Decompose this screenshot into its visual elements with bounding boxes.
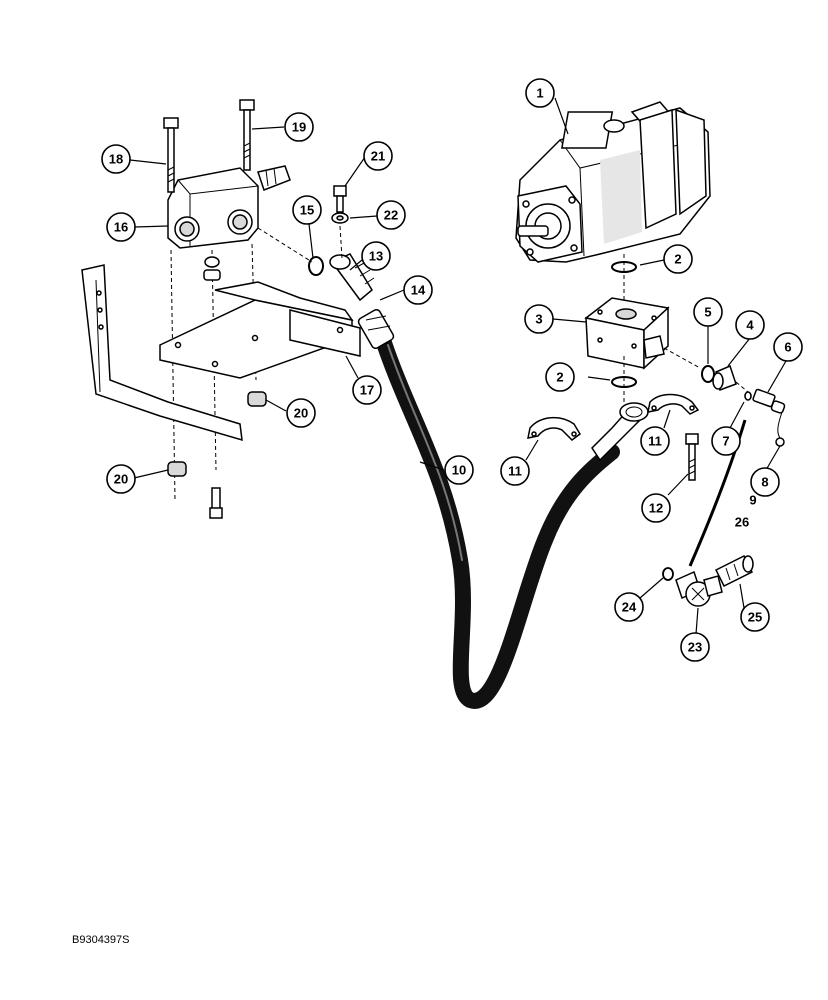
control-valve — [167, 165, 291, 249]
nut-20-upper — [247, 391, 267, 407]
svg-text:21: 21 — [371, 149, 385, 164]
callout-22: 22 — [376, 200, 406, 230]
callout-6: 6 — [773, 332, 803, 362]
callout-25: 25 — [740, 602, 770, 632]
svg-text:20: 20 — [114, 472, 128, 487]
bolt-19 — [239, 99, 255, 171]
tee-fitting-23 — [675, 570, 723, 607]
svg-text:8: 8 — [761, 475, 768, 490]
svg-text:22: 22 — [384, 208, 398, 223]
callout-7: 7 — [711, 426, 741, 456]
bolt-12 — [685, 433, 699, 481]
bolt-21 — [333, 185, 347, 213]
svg-text:17: 17 — [360, 383, 374, 398]
o-ring-7 — [744, 391, 752, 401]
svg-text:16: 16 — [114, 220, 128, 235]
callout-11-right: 11 — [640, 426, 670, 456]
label-26: 26 — [735, 515, 749, 530]
svg-text:15: 15 — [300, 203, 314, 218]
callout-13: 13 — [361, 241, 391, 271]
svg-text:1: 1 — [536, 86, 543, 101]
nut-20-lower — [167, 461, 187, 477]
callout-19: 19 — [284, 112, 314, 142]
nut-stack — [203, 256, 221, 281]
o-ring-15 — [308, 256, 324, 276]
support-bracket — [81, 264, 243, 442]
hydraulic-pump — [515, 101, 711, 263]
callout-15: 15 — [292, 195, 322, 225]
label-9: 9 — [749, 493, 756, 508]
svg-text:11: 11 — [648, 434, 662, 449]
figure-code: B9304397S — [72, 934, 130, 946]
callout-11-left: 11 — [500, 456, 530, 486]
callout-17: 17 — [352, 375, 382, 405]
svg-text:19: 19 — [292, 120, 306, 135]
adapter-25 — [714, 554, 754, 588]
o-ring-24 — [662, 567, 674, 581]
svg-text:13: 13 — [369, 249, 383, 264]
svg-text:20: 20 — [294, 406, 308, 421]
svg-text:5: 5 — [704, 305, 711, 320]
hose-elbow-fitting — [591, 402, 649, 462]
svg-text:24: 24 — [622, 600, 637, 615]
callout-23: 23 — [680, 632, 710, 662]
callout-20-lower: 20 — [106, 464, 136, 494]
svg-text:14: 14 — [411, 283, 426, 298]
svg-text:18: 18 — [109, 152, 123, 167]
bolt-18 — [163, 117, 179, 193]
callout-20-upper: 20 — [286, 398, 316, 428]
callout-3: 3 — [524, 304, 554, 334]
callout-10: 10 — [444, 455, 474, 485]
bolt-lower — [209, 487, 223, 519]
callout-21: 21 — [363, 141, 393, 171]
callout-5: 5 — [693, 297, 723, 327]
hose-upper-fitting — [357, 308, 395, 350]
washer-22 — [331, 212, 349, 224]
flange-manifold — [584, 297, 670, 370]
svg-text:11: 11 — [508, 464, 522, 479]
callout-16: 16 — [106, 212, 136, 242]
callout-14: 14 — [403, 275, 433, 305]
svg-text:3: 3 — [535, 312, 542, 327]
o-ring-5 — [701, 365, 715, 383]
svg-text:23: 23 — [688, 640, 702, 655]
clamp-half-right — [647, 393, 700, 415]
callout-2-lower: 2 — [545, 362, 575, 392]
dust-cap-8 — [775, 411, 785, 447]
svg-text:10: 10 — [452, 463, 466, 478]
mount-bracket — [159, 281, 361, 379]
callout-18: 18 — [101, 144, 131, 174]
svg-text:12: 12 — [649, 501, 663, 516]
callout-12: 12 — [641, 493, 671, 523]
callout-4: 4 — [735, 310, 765, 340]
svg-text:2: 2 — [556, 370, 563, 385]
callout-8: 8 — [750, 467, 780, 497]
svg-text:2: 2 — [674, 252, 681, 267]
callout-1: 1 — [525, 78, 555, 108]
svg-text:4: 4 — [746, 318, 754, 333]
callout-24: 24 — [614, 592, 644, 622]
elbow-fitting — [329, 253, 375, 302]
svg-text:7: 7 — [722, 434, 729, 449]
callout-2-upper: 2 — [663, 244, 693, 274]
test-fitting-6 — [752, 388, 786, 414]
svg-text:25: 25 — [748, 610, 762, 625]
clamp-half-left — [527, 416, 581, 441]
svg-text:6: 6 — [784, 340, 791, 355]
adapter-4 — [712, 364, 737, 392]
o-ring-2-lower — [611, 376, 637, 388]
hydraulic-hose — [375, 332, 620, 709]
